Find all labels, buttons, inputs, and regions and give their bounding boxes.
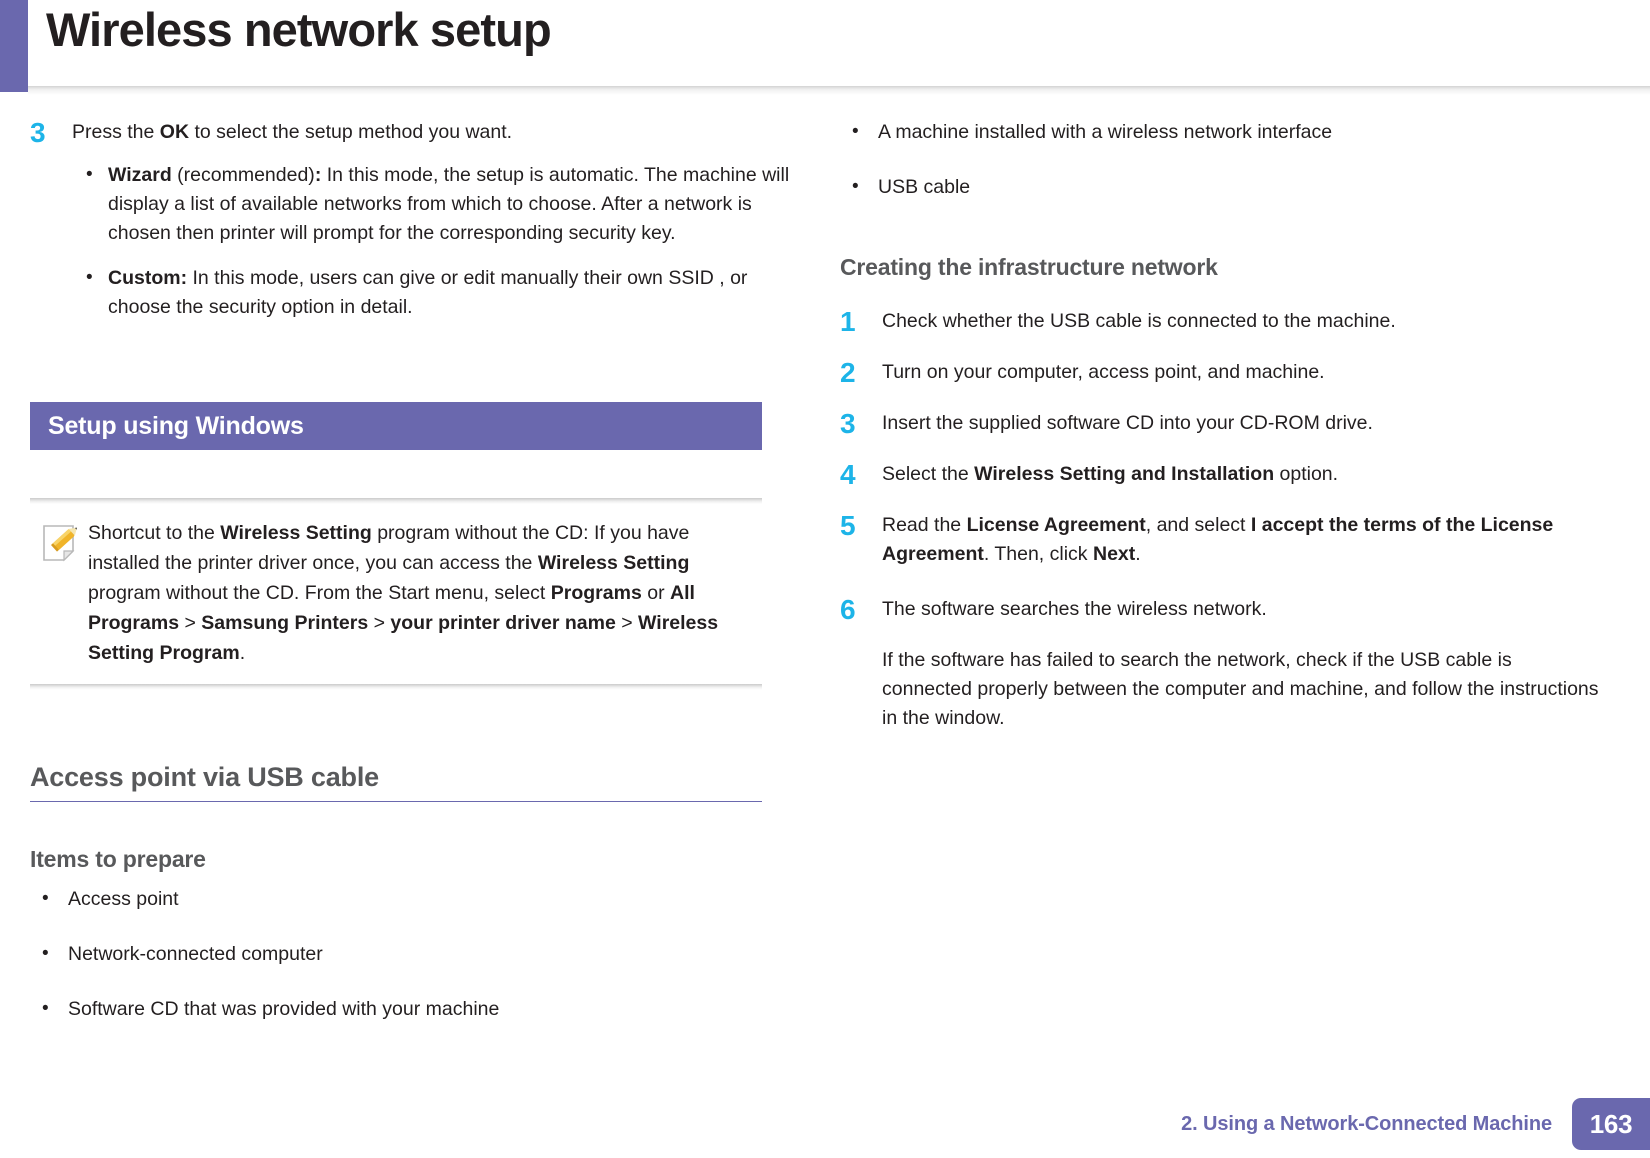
step-number: 6 <box>840 594 856 625</box>
text-fragment: In this mode, users can give or edit man… <box>108 267 748 318</box>
text-fragment: your printer driver name <box>390 612 616 634</box>
heading-items-to-prepare: Items to prepare <box>30 846 206 872</box>
text-fragment: Programs <box>550 582 642 604</box>
bullet-label-bold: Wizard <box>108 164 172 186</box>
items-to-prepare-list: Access point Network-connected computer … <box>30 884 790 1024</box>
step-body: Turn on your computer, access point, and… <box>882 361 1325 383</box>
step-5: 5 Read the License Agreement, and select… <box>840 511 1600 569</box>
items-to-prepare-continued-list: A machine installed with a wireless netw… <box>840 117 1600 202</box>
text-fragment: Wireless Setting Program <box>88 612 719 664</box>
step-number: 1 <box>840 306 856 337</box>
text-fragment: to select the setup method you want. <box>189 121 513 143</box>
text-bold-ok: OK <box>159 121 190 143</box>
text-fragment: > <box>368 612 391 634</box>
text-fragment: option. <box>1274 463 1339 485</box>
text-fragment: Wireless Setting <box>537 552 690 574</box>
step-6-line-1: The software searches the wireless netwo… <box>882 598 1267 620</box>
step-3: 3 Press the OK to select the setup metho… <box>30 118 790 338</box>
text-fragment: I accept the terms of the License Agreem… <box>882 514 1554 565</box>
step-3-bullet-list: Wizard (recommended): In this mode, the … <box>72 160 790 322</box>
list-item: Network-connected computer <box>30 939 790 969</box>
list-item: USB cable <box>840 172 1600 202</box>
text-fragment: . Then, click <box>983 543 1093 565</box>
note-bottom-divider <box>30 684 762 690</box>
text-fragment: program without the CD: If you have inst… <box>88 522 690 574</box>
text-fragment: : <box>314 164 322 186</box>
text-fragment: Select the <box>882 463 975 485</box>
text-fragment: Read the <box>882 514 967 536</box>
text-fragment: Samsung Printers <box>201 612 369 634</box>
page-header: Wireless network setup <box>0 0 1650 96</box>
header-divider <box>28 86 1650 95</box>
note-pencil-icon <box>30 518 88 668</box>
step-1: 1 Check whether the USB cable is connect… <box>840 307 1600 336</box>
left-column: 3 Press the OK to select the setup metho… <box>30 118 790 1050</box>
note-box: Shortcut to the Wireless Setting program… <box>30 498 762 690</box>
heading-creating-the-infrastructure-network: Creating the infrastructure network <box>840 254 1218 280</box>
infrastructure-steps: 1 Check whether the USB cable is connect… <box>840 307 1600 738</box>
text-fragment: Shortcut to the <box>88 522 221 544</box>
step-2: 2 Turn on your computer, access point, a… <box>840 358 1600 387</box>
step-number: 2 <box>840 357 856 388</box>
page-number-badge: 163 <box>1572 1098 1650 1150</box>
content-columns: 3 Press the OK to select the setup metho… <box>0 117 1650 1050</box>
right-column: A machine installed with a wireless netw… <box>840 117 1600 1050</box>
text-fragment: > <box>615 612 639 634</box>
text-fragment: All Programs <box>88 582 695 634</box>
step-body: Select the Wireless Setting and Installa… <box>882 460 1600 489</box>
step-body: Press the OK to select the setup method … <box>72 118 790 338</box>
section-banner-label: Setup using Windows <box>48 411 304 440</box>
note-top-divider <box>30 498 762 504</box>
text-fragment: . <box>1135 543 1141 565</box>
bullet-wizard: Wizard (recommended): In this mode, the … <box>72 160 790 248</box>
step-number: 5 <box>840 510 856 541</box>
step-number: 3 <box>840 408 856 439</box>
text-fragment: Wireless Setting and Installation <box>974 463 1275 485</box>
text-fragment: Wireless Setting <box>220 522 372 544</box>
footer-chapter-label: 2. Using a Network-Connected Machine <box>1181 1113 1552 1135</box>
header-accent-bar <box>0 0 28 92</box>
list-item: Access point <box>30 884 790 914</box>
step-body: The software searches the wireless netwo… <box>882 595 1600 738</box>
text-fragment: program without the CD. From the Start m… <box>88 582 551 604</box>
step-number: 4 <box>840 459 856 490</box>
text-fragment: In this mode, the setup is automatic. Th… <box>108 164 790 244</box>
section-banner-setup-using-windows: Setup using Windows <box>30 402 762 450</box>
bullet-label-bold: Custom: <box>108 267 188 289</box>
step-3: 3 Insert the supplied software CD into y… <box>840 409 1600 438</box>
text-fragment: Press the <box>72 121 160 143</box>
step-4: 4 Select the Wireless Setting and Instal… <box>840 460 1600 489</box>
step-body: Read the License Agreement, and select I… <box>882 511 1600 569</box>
text-fragment: (recommended) <box>171 164 315 186</box>
list-item: Software CD that was provided with your … <box>30 994 790 1024</box>
bullet-custom: Custom: In this mode, users can give or … <box>72 263 790 322</box>
step-6-line-2: If the software has failed to search the… <box>882 649 1599 729</box>
step-6: 6 The software searches the wireless net… <box>840 595 1600 738</box>
note-text: Shortcut to the Wireless Setting program… <box>88 518 762 668</box>
text-fragment: License Agreement <box>966 514 1146 536</box>
text-fragment: > <box>179 612 202 634</box>
step-body: Check whether the USB cable is connected… <box>882 310 1396 332</box>
list-item: A machine installed with a wireless netw… <box>840 117 1600 147</box>
text-fragment: , and select <box>1145 514 1251 536</box>
text-fragment: . <box>239 642 246 664</box>
page-footer: 2. Using a Network-Connected Machine 163 <box>0 1098 1650 1158</box>
step-number: 3 <box>30 117 46 148</box>
text-fragment: Next <box>1092 543 1136 565</box>
step-body: Insert the supplied software CD into you… <box>882 412 1373 434</box>
step-3-intro: Press the OK to select the setup method … <box>72 118 790 147</box>
heading-access-point-via-usb-cable: Access point via USB cable <box>30 762 762 802</box>
text-fragment: or <box>641 582 670 604</box>
page-title: Wireless network setup <box>46 3 552 56</box>
